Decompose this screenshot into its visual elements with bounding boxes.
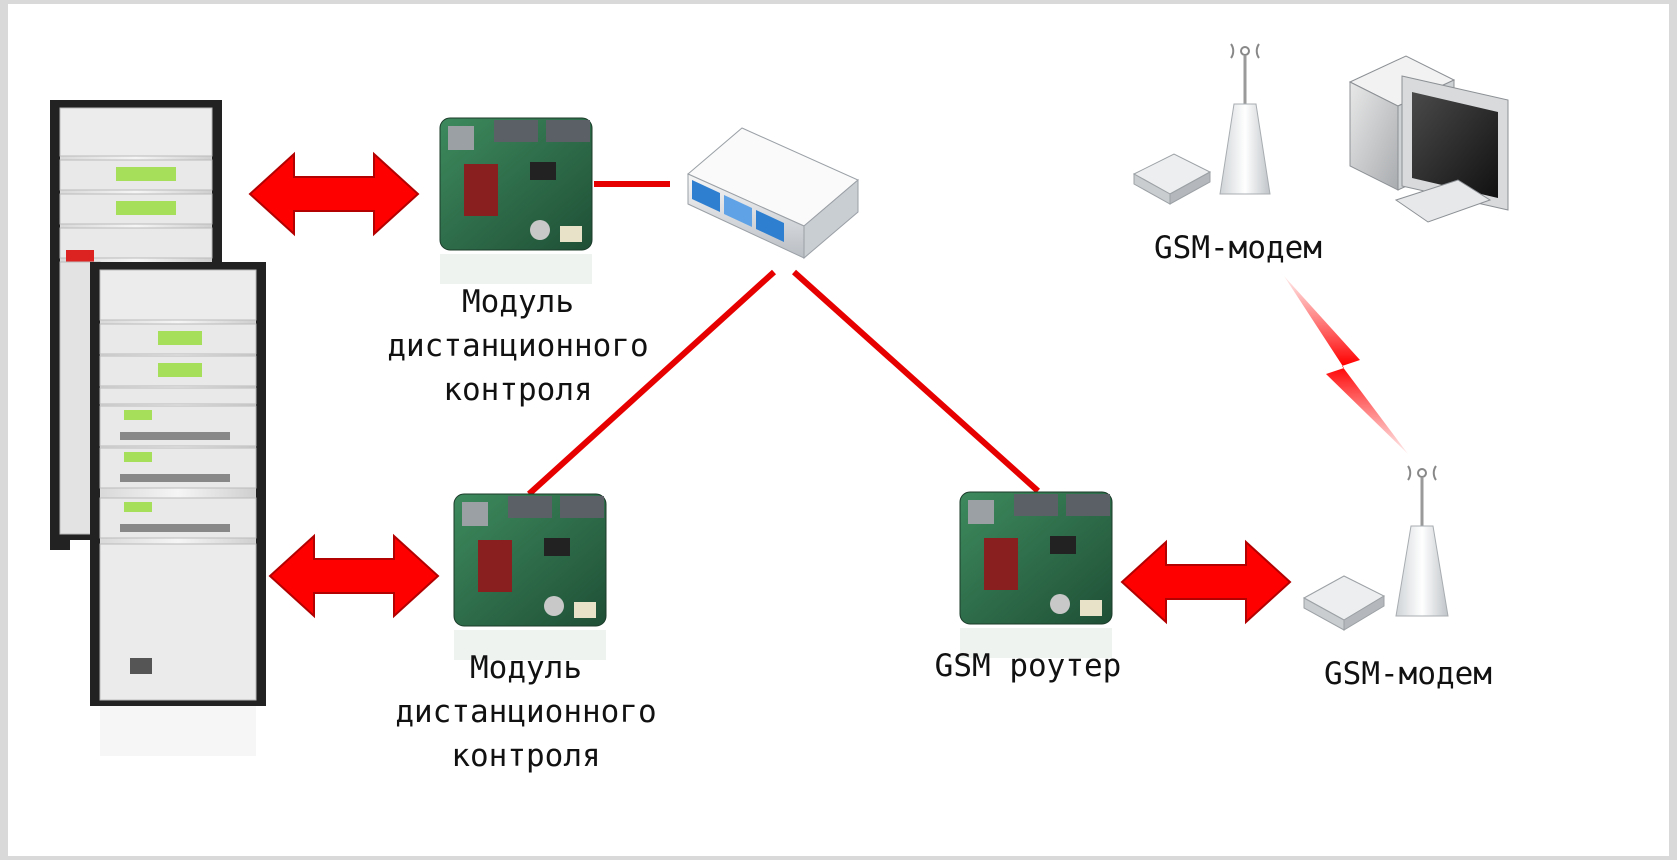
link-switch-gsm-router — [791, 269, 1041, 494]
antenna-icon — [1219, 43, 1271, 195]
computer-icon — [1348, 55, 1509, 223]
network-switch-icon — [687, 127, 859, 260]
bidirectional-arrow-icon — [1120, 539, 1292, 625]
gsm-modem-top-label: GSM-модем — [1154, 230, 1322, 266]
link-switch-bottom-module — [526, 269, 777, 497]
bidirectional-arrow-icon — [248, 151, 420, 237]
module-top-label: Модуль дистанционного контроля — [387, 284, 649, 408]
diagram-canvas: Модуль дистанционного контроля Модуль ди… — [8, 4, 1669, 856]
module-bottom-label: Модуль дистанционного контроля — [395, 650, 657, 774]
network-links — [526, 181, 1041, 497]
gsm-router-label: GSM роутер — [934, 648, 1122, 684]
remote-module-board-icon — [439, 117, 593, 284]
diagram-graphic — [50, 43, 1509, 756]
antenna-icon — [1395, 465, 1449, 617]
gsm-modem-icon — [1132, 153, 1212, 205]
gsm-modem-right-label: GSM-модем — [1324, 656, 1492, 692]
remote-module-board-icon — [453, 493, 607, 660]
bidirectional-arrow-icon — [268, 533, 440, 619]
gsm-router-board-icon — [959, 491, 1113, 658]
transmitter-rack-icon — [90, 262, 266, 756]
gsm-modem-icon — [1302, 575, 1386, 631]
wireless-link-icon — [1284, 276, 1408, 454]
